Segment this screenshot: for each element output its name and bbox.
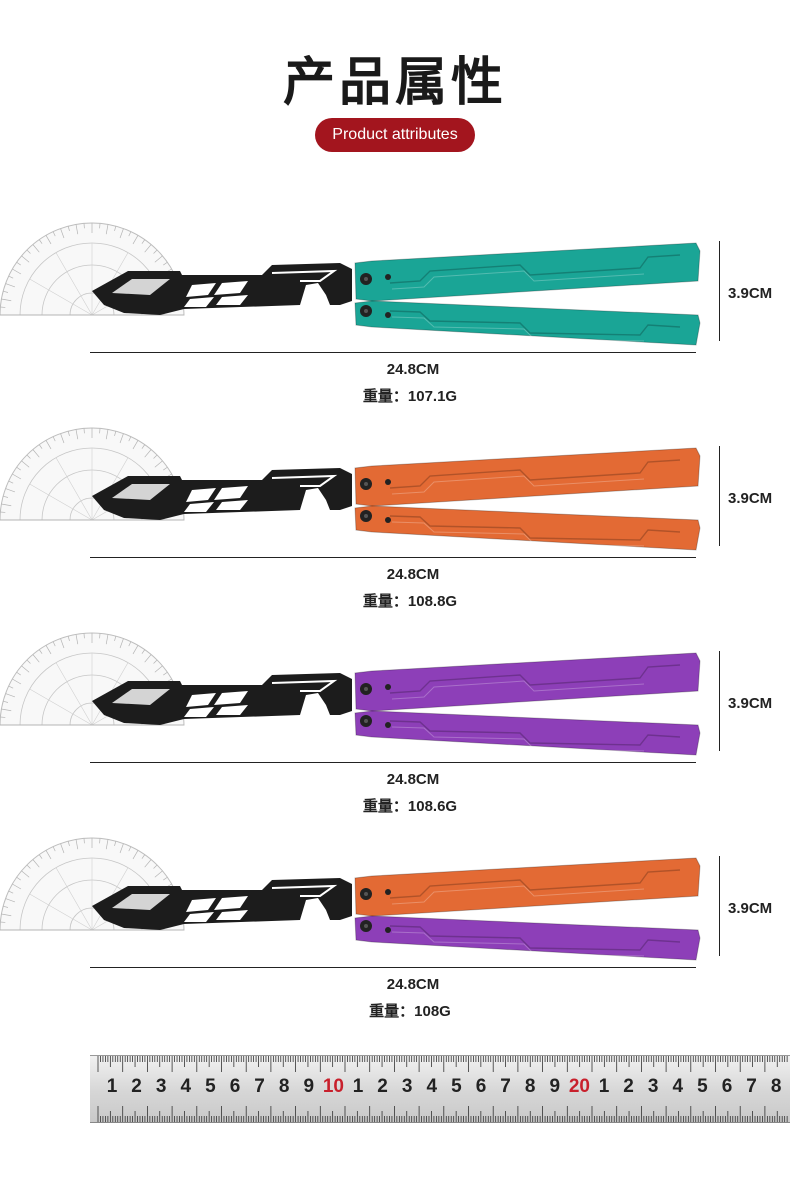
- product-item: 3.9CM 24.8CM 重量：108.6G: [0, 615, 790, 815]
- ruler-number: 5: [451, 1076, 462, 1097]
- handle-down: [354, 300, 701, 346]
- length-dimension-line: [90, 762, 696, 763]
- weight-label: 重量：: [362, 593, 408, 610]
- weight-value: 108.6G: [407, 798, 458, 815]
- ruler-number: 4: [180, 1076, 192, 1097]
- length-dimension-line: [90, 557, 696, 558]
- weight-row: 重量：108.8G: [300, 590, 520, 611]
- subtitle-badge: Product attributes: [315, 118, 475, 152]
- height-label: 3.9CM: [728, 695, 773, 712]
- knife-illustration: [0, 632, 701, 756]
- handle-up: [354, 447, 701, 507]
- ruler-number: 5: [697, 1076, 708, 1097]
- weight-label: 重量：: [362, 388, 408, 405]
- ruler-number: 2: [623, 1076, 634, 1097]
- ruler-number: 3: [647, 1076, 659, 1097]
- blade: [92, 878, 352, 930]
- ruler-number: 6: [721, 1076, 733, 1097]
- weight-row: 重量：108.6G: [300, 795, 520, 816]
- length-label: 24.8CM: [386, 976, 440, 993]
- ruler-number: 1: [106, 1076, 118, 1097]
- ruler-number: 7: [500, 1076, 511, 1097]
- ruler-number: 6: [475, 1076, 487, 1097]
- height-dimension-line: [719, 446, 720, 546]
- ruler-number: 2: [131, 1076, 142, 1097]
- ruler-number: 9: [303, 1076, 315, 1097]
- handle-up: [354, 242, 701, 302]
- ruler-number: 4: [426, 1076, 438, 1097]
- height-dimension-line: [719, 241, 720, 341]
- product-item: 3.9CM 24.8CM 重量：108G: [0, 820, 790, 1020]
- ruler-number: 5: [205, 1076, 216, 1097]
- handle-up: [354, 652, 701, 712]
- ruler-number: 7: [254, 1076, 265, 1097]
- height-dimension-line: [719, 651, 720, 751]
- ruler-number: 6: [229, 1076, 241, 1097]
- ruler-number: 7: [746, 1076, 757, 1097]
- knife-illustration: [0, 222, 701, 346]
- ruler-number: 20: [568, 1076, 590, 1097]
- ruler-number: 8: [524, 1076, 536, 1097]
- ruler-number: 3: [155, 1076, 167, 1097]
- blade: [92, 673, 352, 725]
- length-label: 24.8CM: [386, 566, 440, 583]
- ruler-number: 8: [770, 1076, 782, 1097]
- knife-illustration: [0, 427, 701, 551]
- product-item: 3.9CM 24.8CM 重量：108.8G: [0, 410, 790, 610]
- weight-label: 重量：: [369, 1003, 415, 1020]
- handle-down: [354, 915, 701, 961]
- ruler-number: 1: [352, 1076, 364, 1097]
- ruler-number: 1: [598, 1076, 610, 1097]
- handle-down: [354, 710, 701, 756]
- length-dimension-line: [90, 967, 696, 968]
- ruler-number: 3: [401, 1076, 413, 1097]
- weight-value: 108G: [414, 1003, 451, 1020]
- height-dimension-line: [719, 856, 720, 956]
- height-label: 3.9CM: [728, 900, 773, 917]
- height-label: 3.9CM: [728, 285, 773, 302]
- ruler-number: 8: [278, 1076, 290, 1097]
- ruler-number: 4: [672, 1076, 684, 1097]
- ruler-number: 10: [322, 1076, 344, 1097]
- knife-illustration: [0, 837, 701, 961]
- weight-value: 108.8G: [407, 593, 458, 610]
- page-title: 产品属性: [282, 53, 507, 113]
- weight-row: 重量：108G: [300, 1000, 520, 1021]
- blade: [92, 468, 352, 520]
- handle-down: [354, 505, 701, 551]
- product-item: 3.9CM 24.8CM 重量：107.1G: [0, 205, 790, 405]
- ruler-ticks: [97, 1056, 788, 1122]
- ruler-number: 9: [549, 1076, 561, 1097]
- length-label: 24.8CM: [386, 361, 440, 378]
- height-label: 3.9CM: [728, 490, 773, 507]
- length-dimension-line: [90, 352, 696, 353]
- weight-value: 107.1G: [407, 388, 458, 405]
- ruler-number: 2: [377, 1076, 388, 1097]
- blade: [92, 263, 352, 315]
- handle-up: [354, 857, 701, 917]
- length-label: 24.8CM: [386, 771, 440, 788]
- weight-row: 重量：107.1G: [300, 385, 520, 406]
- weight-label: 重量：: [362, 798, 408, 815]
